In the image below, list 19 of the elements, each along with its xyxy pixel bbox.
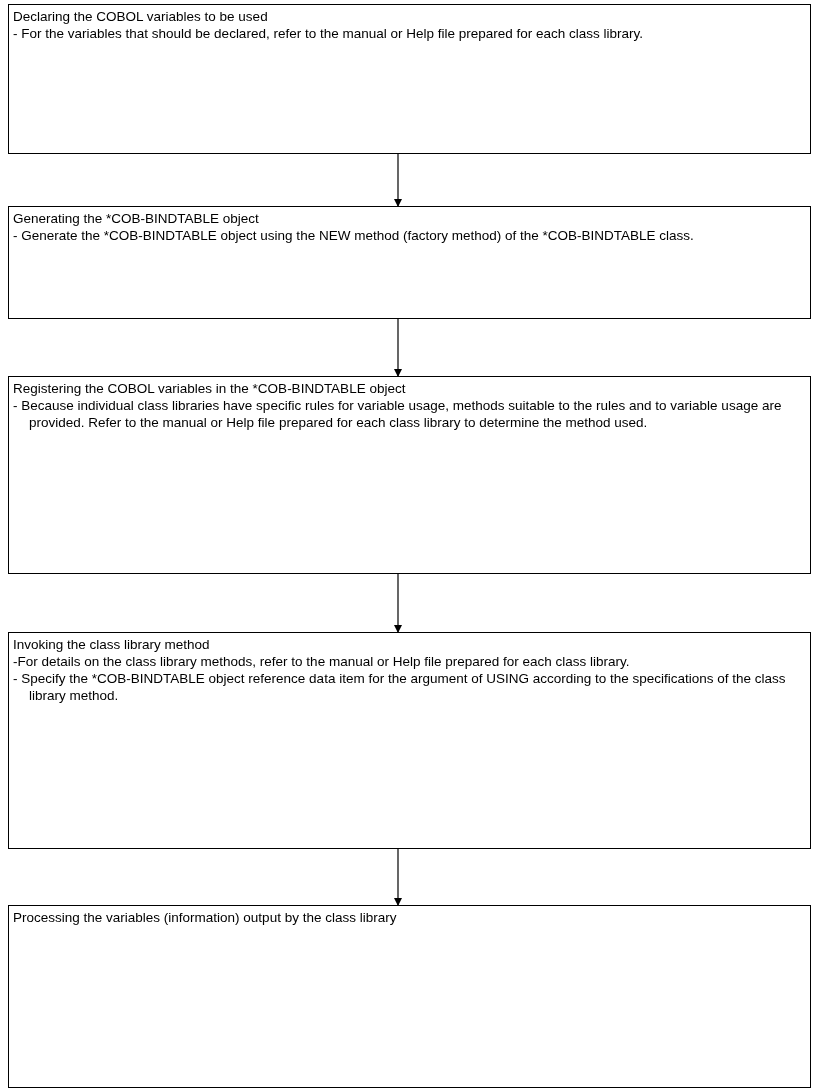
process-box [8,4,811,154]
arrow [394,573,402,633]
step-title: Registering the COBOL variables in the *COB-BINDTABLE object [13,380,407,397]
step-description: - Because individual class libraries have specific rules for variable usage, methods suitable to the rules and to variable usage are provided. Refer to the manual or Help file prepared for each class library to determine the method used. [13,397,783,431]
arrow [394,848,402,906]
step-description: - Specify the *COB-BINDTABLE object reference data item for the argument of USING according to the specifications of the class library method. [13,670,787,704]
process-box [8,376,811,574]
step-title: Invoking the class library method [13,636,211,653]
arrow [394,318,402,377]
arrow [394,153,402,207]
process-box [8,905,811,1088]
step-description: - Generate the *COB-BINDTABLE object using the NEW method (factory method) of the *COB-BINDTABLE class. [13,227,695,244]
step-title: Generating the *COB-BINDTABLE object [13,210,260,227]
process-box [8,206,811,319]
step-description: - For the variables that should be declared, refer to the manual or Help file prepared for each class library. [13,25,645,42]
step-title: Declaring the COBOL variables to be used [13,8,269,25]
process-box [8,632,811,849]
step-title: Processing the variables (information) output by the class library [13,909,398,926]
step-description: -For details on the class library methods, refer to the manual or Help file prepared for each class library. [13,653,631,670]
